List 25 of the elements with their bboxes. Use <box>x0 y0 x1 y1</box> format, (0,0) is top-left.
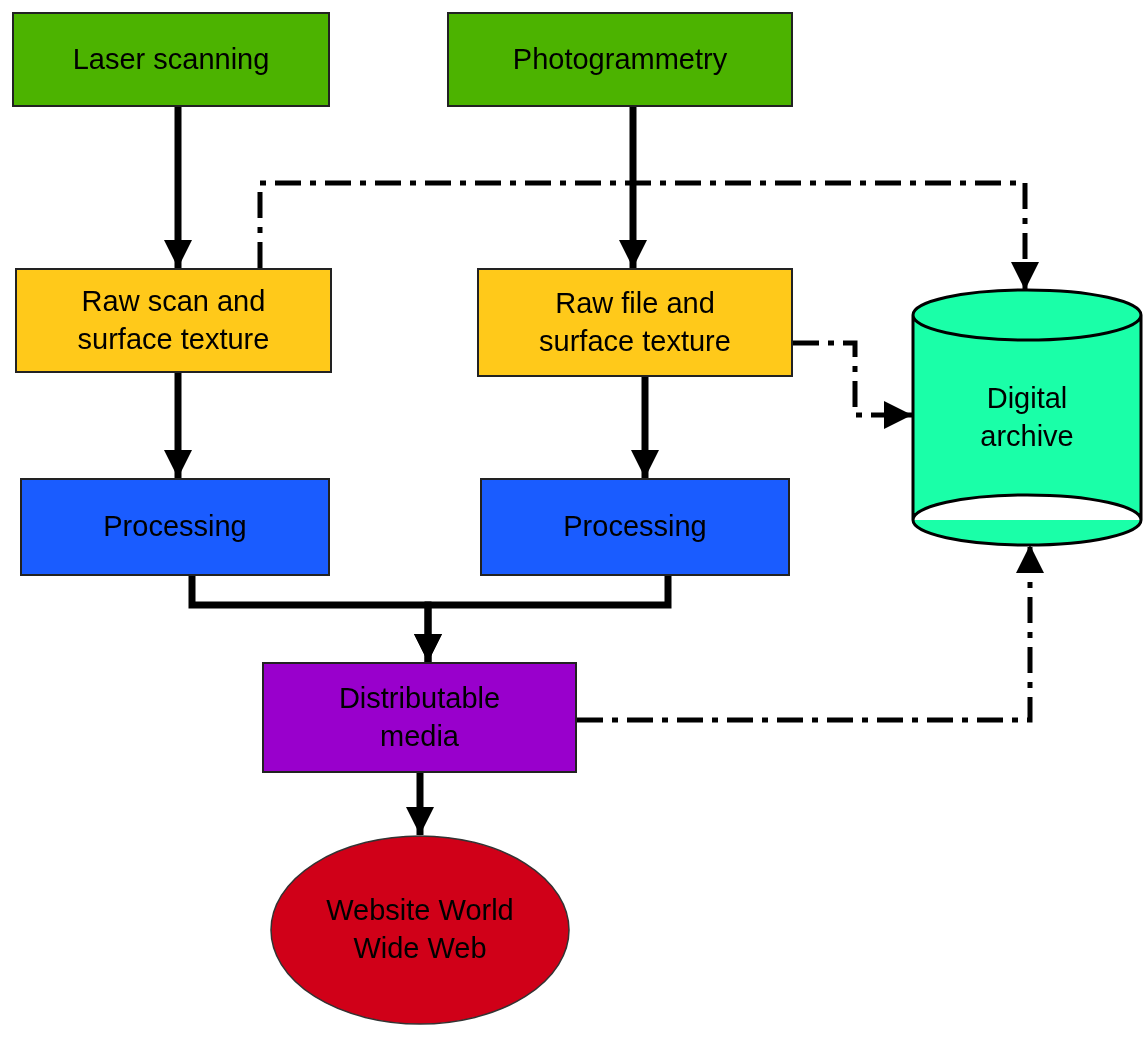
process-box <box>20 478 330 576</box>
arrow <box>414 576 672 662</box>
node-label: Raw file and surface texture <box>538 285 732 359</box>
node-label: Photogrammetry <box>512 41 728 77</box>
node-label: Distributable media <box>337 680 502 754</box>
process-box <box>480 478 790 576</box>
node-label: Digital archive <box>979 380 1075 454</box>
process-box <box>477 268 793 377</box>
arrow <box>164 107 192 268</box>
arrow <box>164 373 192 478</box>
dash-dot-arrow <box>577 545 1044 723</box>
process-box <box>12 12 330 107</box>
process-box <box>15 268 332 373</box>
process-box <box>447 12 793 107</box>
node-label: Raw scan and surface texture <box>76 283 271 357</box>
arrow <box>619 107 647 268</box>
node-label: Processing <box>563 509 707 545</box>
dash-dot-arrow <box>257 180 1039 290</box>
dash-dot-arrow <box>793 340 912 429</box>
node-label: Website World Wide Web <box>325 893 515 966</box>
arrow <box>631 377 659 478</box>
node-label: Laser scanning <box>72 41 270 77</box>
process-box <box>262 662 577 773</box>
node-label: Processing <box>103 509 247 545</box>
arrow <box>406 773 434 835</box>
